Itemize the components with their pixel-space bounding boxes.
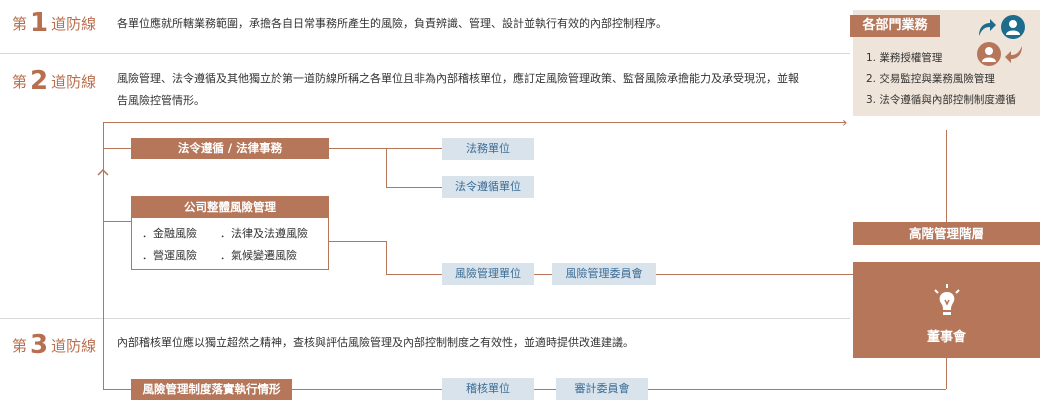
dept-item: 2. 交易監控與業務風險管理	[866, 73, 995, 85]
divider-1	[0, 53, 850, 54]
reply-arrow-icon	[1005, 46, 1022, 63]
connector	[103, 148, 131, 149]
connector	[103, 122, 104, 389]
connector	[946, 130, 947, 222]
risk-management-title: 公司整體風險管理	[132, 197, 328, 218]
user-icon	[977, 42, 1001, 66]
risk-committee-box: 風險管理委員會	[552, 263, 656, 285]
arrow-right-icon: ›	[842, 115, 848, 131]
connector	[386, 241, 387, 274]
legal-affairs-box: 法令遵循 / 法律事務	[131, 138, 329, 159]
user-icon	[1001, 15, 1025, 39]
dept-panel-title: 各部門業務	[850, 15, 940, 37]
connector	[386, 187, 442, 188]
connector	[329, 148, 442, 149]
risk-implementation-box: 風險管理制度落實執行情形	[131, 379, 292, 400]
connector	[946, 358, 947, 389]
risk-item: ．營運風險	[142, 249, 197, 262]
connector	[292, 389, 442, 390]
connector	[329, 241, 386, 242]
board-label: 董事會	[926, 330, 966, 345]
audit-unit-box: 稽核單位	[442, 378, 534, 400]
risk-item: ．法律及法遵風險	[220, 227, 308, 240]
connector	[534, 389, 556, 390]
dept-item: 3. 法令遵循與內部控制制度遵循	[866, 94, 1016, 106]
connector	[103, 221, 131, 222]
compliance-unit-box: 法令遵循單位	[442, 176, 534, 198]
connector	[103, 389, 131, 390]
connector	[648, 389, 946, 390]
share-arrow-icon	[979, 19, 996, 36]
senior-management-box: 高階管理階層	[853, 222, 1040, 245]
line-2-description: 風險管理、法令遵循及其他獨立於第一道防線所稱之各單位且非為內部稽核單位，應訂定風…	[117, 72, 799, 107]
connector	[534, 274, 552, 275]
dept-panel-list: 1. 業務授權管理 2. 交易監控與業務風險管理 3. 法令遵循與內部控制制度遵…	[866, 48, 1016, 111]
risk-item: ．氣候變遷風險	[220, 249, 297, 262]
arrow-up-icon	[96, 165, 110, 179]
lightbulb-icon	[934, 284, 960, 315]
audit-committee-box: 審計委員會	[556, 378, 648, 400]
risk-item: ．金融風險	[142, 227, 197, 240]
line-1-description: 各單位應就所轄業務範圍，承擔各自日常事務所產生的風險，負責辨識、管理、設計並執行…	[117, 17, 667, 30]
connector	[656, 274, 853, 275]
line-3-description: 內部稽核單位應以獨立超然之精神，查核與評估風險管理及內部控制制度之有效性，並適時…	[117, 336, 634, 349]
dept-item: 1. 業務授權管理	[866, 52, 943, 64]
risk-management-box: 公司整體風險管理 ．金融風險 ．法律及法遵風險 ．營運風險 ．氣候變遷風險	[131, 196, 329, 270]
connector	[386, 274, 442, 275]
legal-unit-box: 法務單位	[442, 138, 534, 160]
board-box: 董事會	[853, 262, 1040, 358]
connector	[103, 122, 846, 123]
risk-unit-box: 風險管理單位	[442, 263, 534, 285]
divider-2	[0, 318, 850, 319]
connector	[386, 148, 387, 187]
